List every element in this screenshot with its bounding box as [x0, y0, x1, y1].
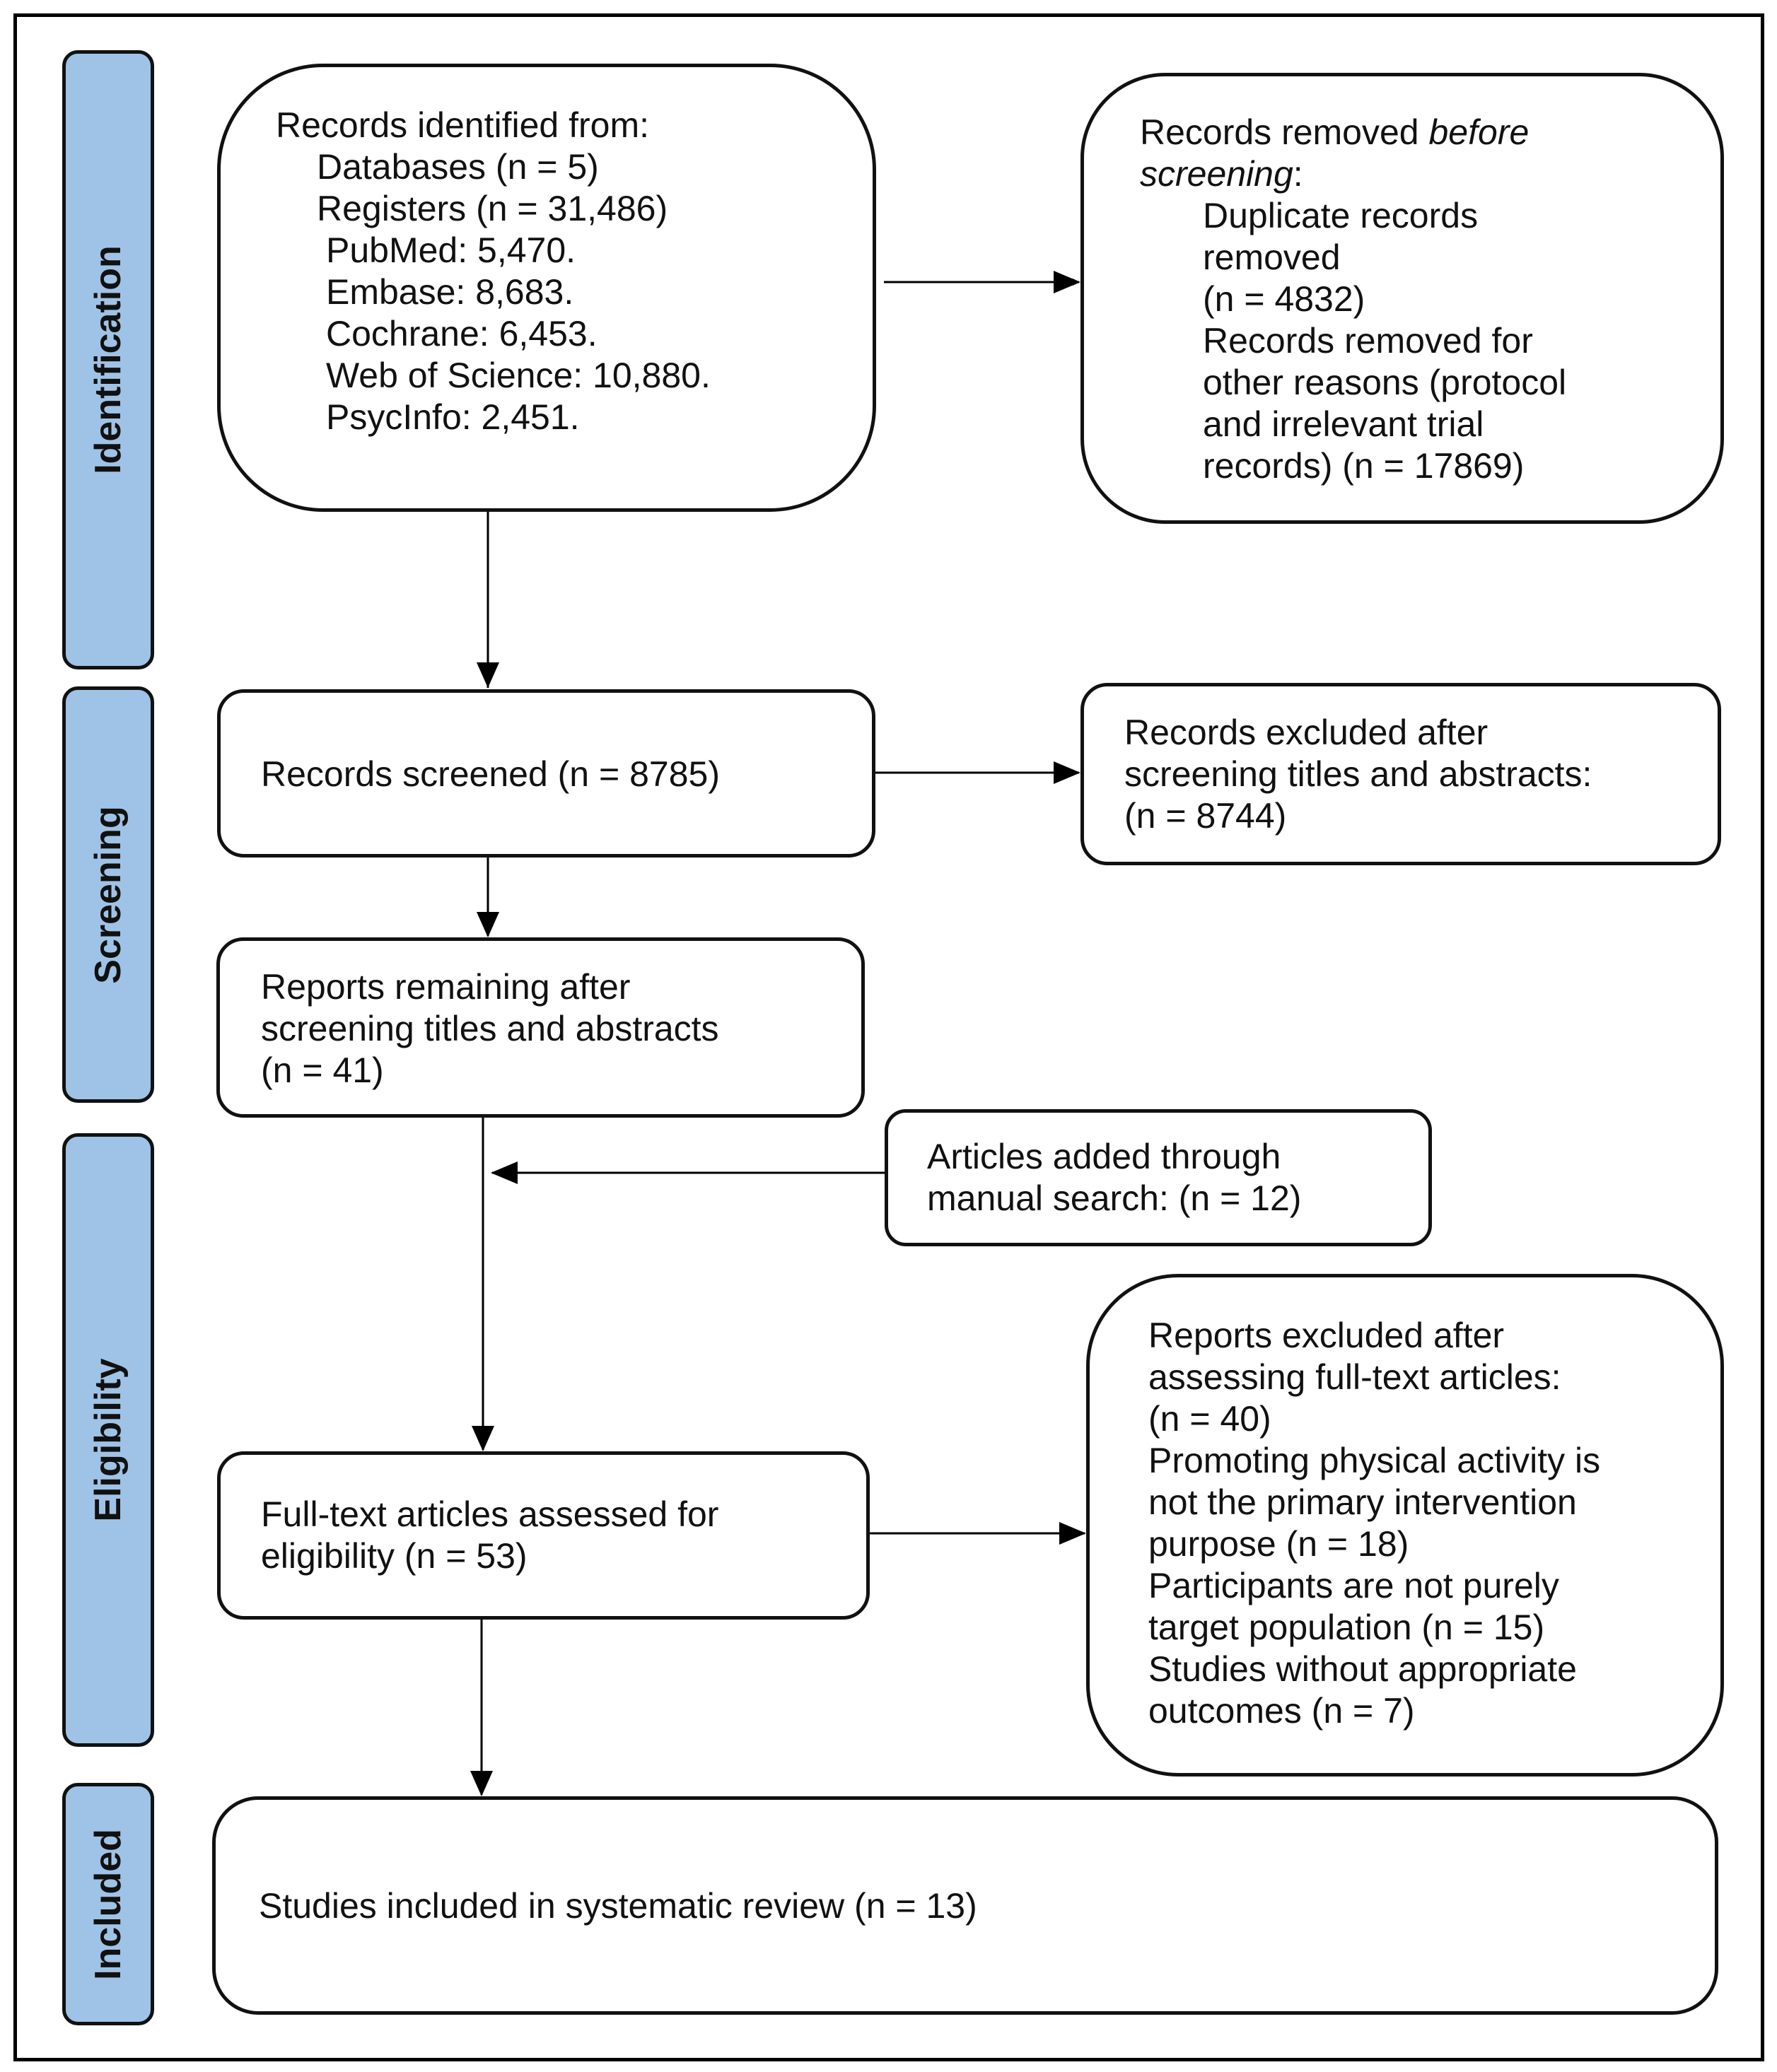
records-excluded-text: Records excluded after screening titles …: [1124, 712, 1592, 837]
arrowhead: [470, 1771, 493, 1796]
studies-included-text: Studies included in systematic review (n…: [259, 1886, 977, 1926]
source-line: Embase: 8,683.: [326, 272, 574, 312]
source-line: Web of Science: 10,880.: [326, 356, 711, 395]
databases-line: Databases (n = 5): [317, 147, 599, 187]
stage-included: Included: [62, 1783, 154, 2025]
records-excluded-box: [1080, 683, 1721, 865]
records-removed-text: Records removed before screening: Duplic…: [1140, 112, 1566, 487]
records-removed-box: [1080, 73, 1724, 524]
line: and irrelevant trial: [1203, 404, 1484, 444]
heading-2: screening:: [1140, 154, 1303, 194]
line: Reports remaining after: [261, 967, 631, 1007]
arrowhead: [1054, 761, 1080, 784]
reports-remaining-box: [216, 937, 865, 1118]
line: Studies without appropriate: [1148, 1649, 1577, 1689]
line: Participants are not purely: [1148, 1566, 1559, 1605]
line: Articles added through: [927, 1137, 1281, 1176]
records-identified-text: Records identified from: Databases (n = …: [276, 105, 711, 438]
arrowhead: [1054, 271, 1080, 293]
fulltext-assessed-box: [217, 1451, 870, 1620]
studies-included-box: [212, 1796, 1718, 2015]
stage-screening: Screening: [62, 686, 154, 1103]
stage-identification: Identification: [62, 50, 154, 669]
registers-line: Registers (n = 31,486): [317, 189, 668, 228]
line: screening titles and abstracts:: [1124, 754, 1592, 794]
arrowhead: [1059, 1522, 1086, 1545]
records-screened-text: Records screened (n = 8785): [261, 754, 720, 794]
arrowhead: [491, 1161, 518, 1184]
manual-search-text: Articles added through manual search: (n…: [927, 1136, 1301, 1219]
line: other reasons (protocol: [1203, 363, 1567, 402]
source-line: Cochrane: 6,453.: [326, 314, 598, 353]
stage-eligibility: Eligibility: [62, 1133, 154, 1747]
records-identified-box: [217, 64, 876, 512]
line: not the primary intervention: [1148, 1482, 1577, 1522]
line: (n = 41): [261, 1050, 384, 1090]
line: Full-text articles assessed for: [261, 1494, 719, 1534]
line: Records removed for: [1203, 321, 1533, 361]
line: (n = 4832): [1203, 279, 1365, 319]
line: Records excluded after: [1124, 713, 1488, 752]
source-line: PubMed: 5,470.: [326, 230, 576, 270]
line: records) (n = 17869): [1203, 446, 1525, 486]
line: (n = 40): [1148, 1399, 1271, 1439]
line: eligibility (n = 53): [261, 1536, 528, 1576]
source-line: PsycInfo: 2,451.: [326, 397, 580, 437]
line: screening titles and abstracts: [261, 1009, 719, 1048]
line: purpose (n = 18): [1148, 1524, 1409, 1564]
heading: Records removed before: [1140, 112, 1530, 152]
line: Promoting physical activity is: [1148, 1441, 1601, 1480]
manual-search-box: [885, 1109, 1432, 1246]
records-screened-box: [217, 689, 875, 858]
reports-remaining-text: Reports remaining after screening titles…: [261, 966, 719, 1091]
arrowhead: [477, 662, 499, 688]
line: removed: [1203, 238, 1341, 277]
arrowhead: [472, 1426, 494, 1451]
line: target population (n = 15): [1148, 1608, 1545, 1647]
arrowhead: [477, 912, 499, 937]
line: outcomes (n = 7): [1148, 1691, 1415, 1731]
reports-excluded-text: Reports excluded after assessing full-te…: [1148, 1315, 1600, 1732]
line: (n = 8744): [1124, 796, 1287, 836]
outer-frame: [13, 13, 1764, 2061]
line: Duplicate records: [1203, 196, 1479, 235]
fulltext-assessed-text: Full-text articles assessed for eligibil…: [261, 1494, 718, 1577]
line: Reports excluded after: [1148, 1316, 1505, 1355]
line: manual search: (n = 12): [927, 1178, 1302, 1218]
line: assessing full-text articles:: [1148, 1357, 1561, 1397]
reports-excluded-box: [1086, 1274, 1724, 1777]
heading: Records identified from:: [276, 105, 650, 145]
